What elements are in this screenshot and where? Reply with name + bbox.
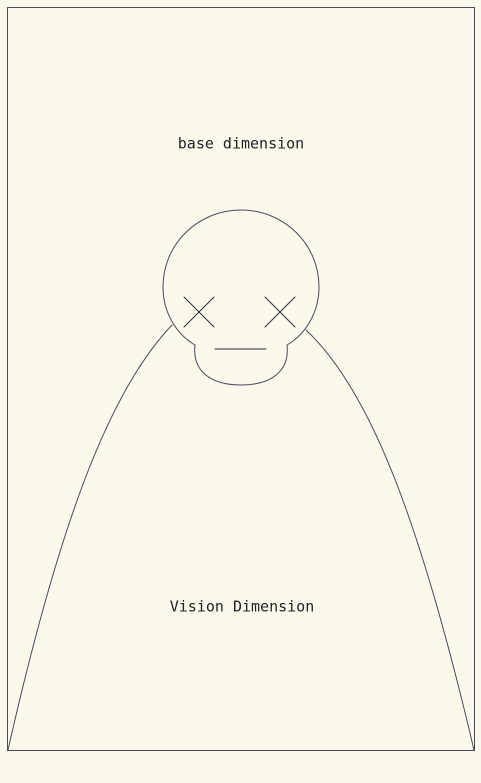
cone-right-curve xyxy=(305,329,475,751)
x-eye-icon xyxy=(264,296,296,328)
frame-border xyxy=(7,7,475,751)
skull-jaw xyxy=(194,344,288,386)
skull-cranium xyxy=(162,209,320,346)
vision-dimension-label: Vision Dimension xyxy=(170,598,315,616)
base-dimension-label: base dimension xyxy=(178,135,304,153)
x-eye-icon xyxy=(183,296,215,328)
skull-face-icon xyxy=(162,209,320,386)
cone-left-curve xyxy=(7,324,173,751)
